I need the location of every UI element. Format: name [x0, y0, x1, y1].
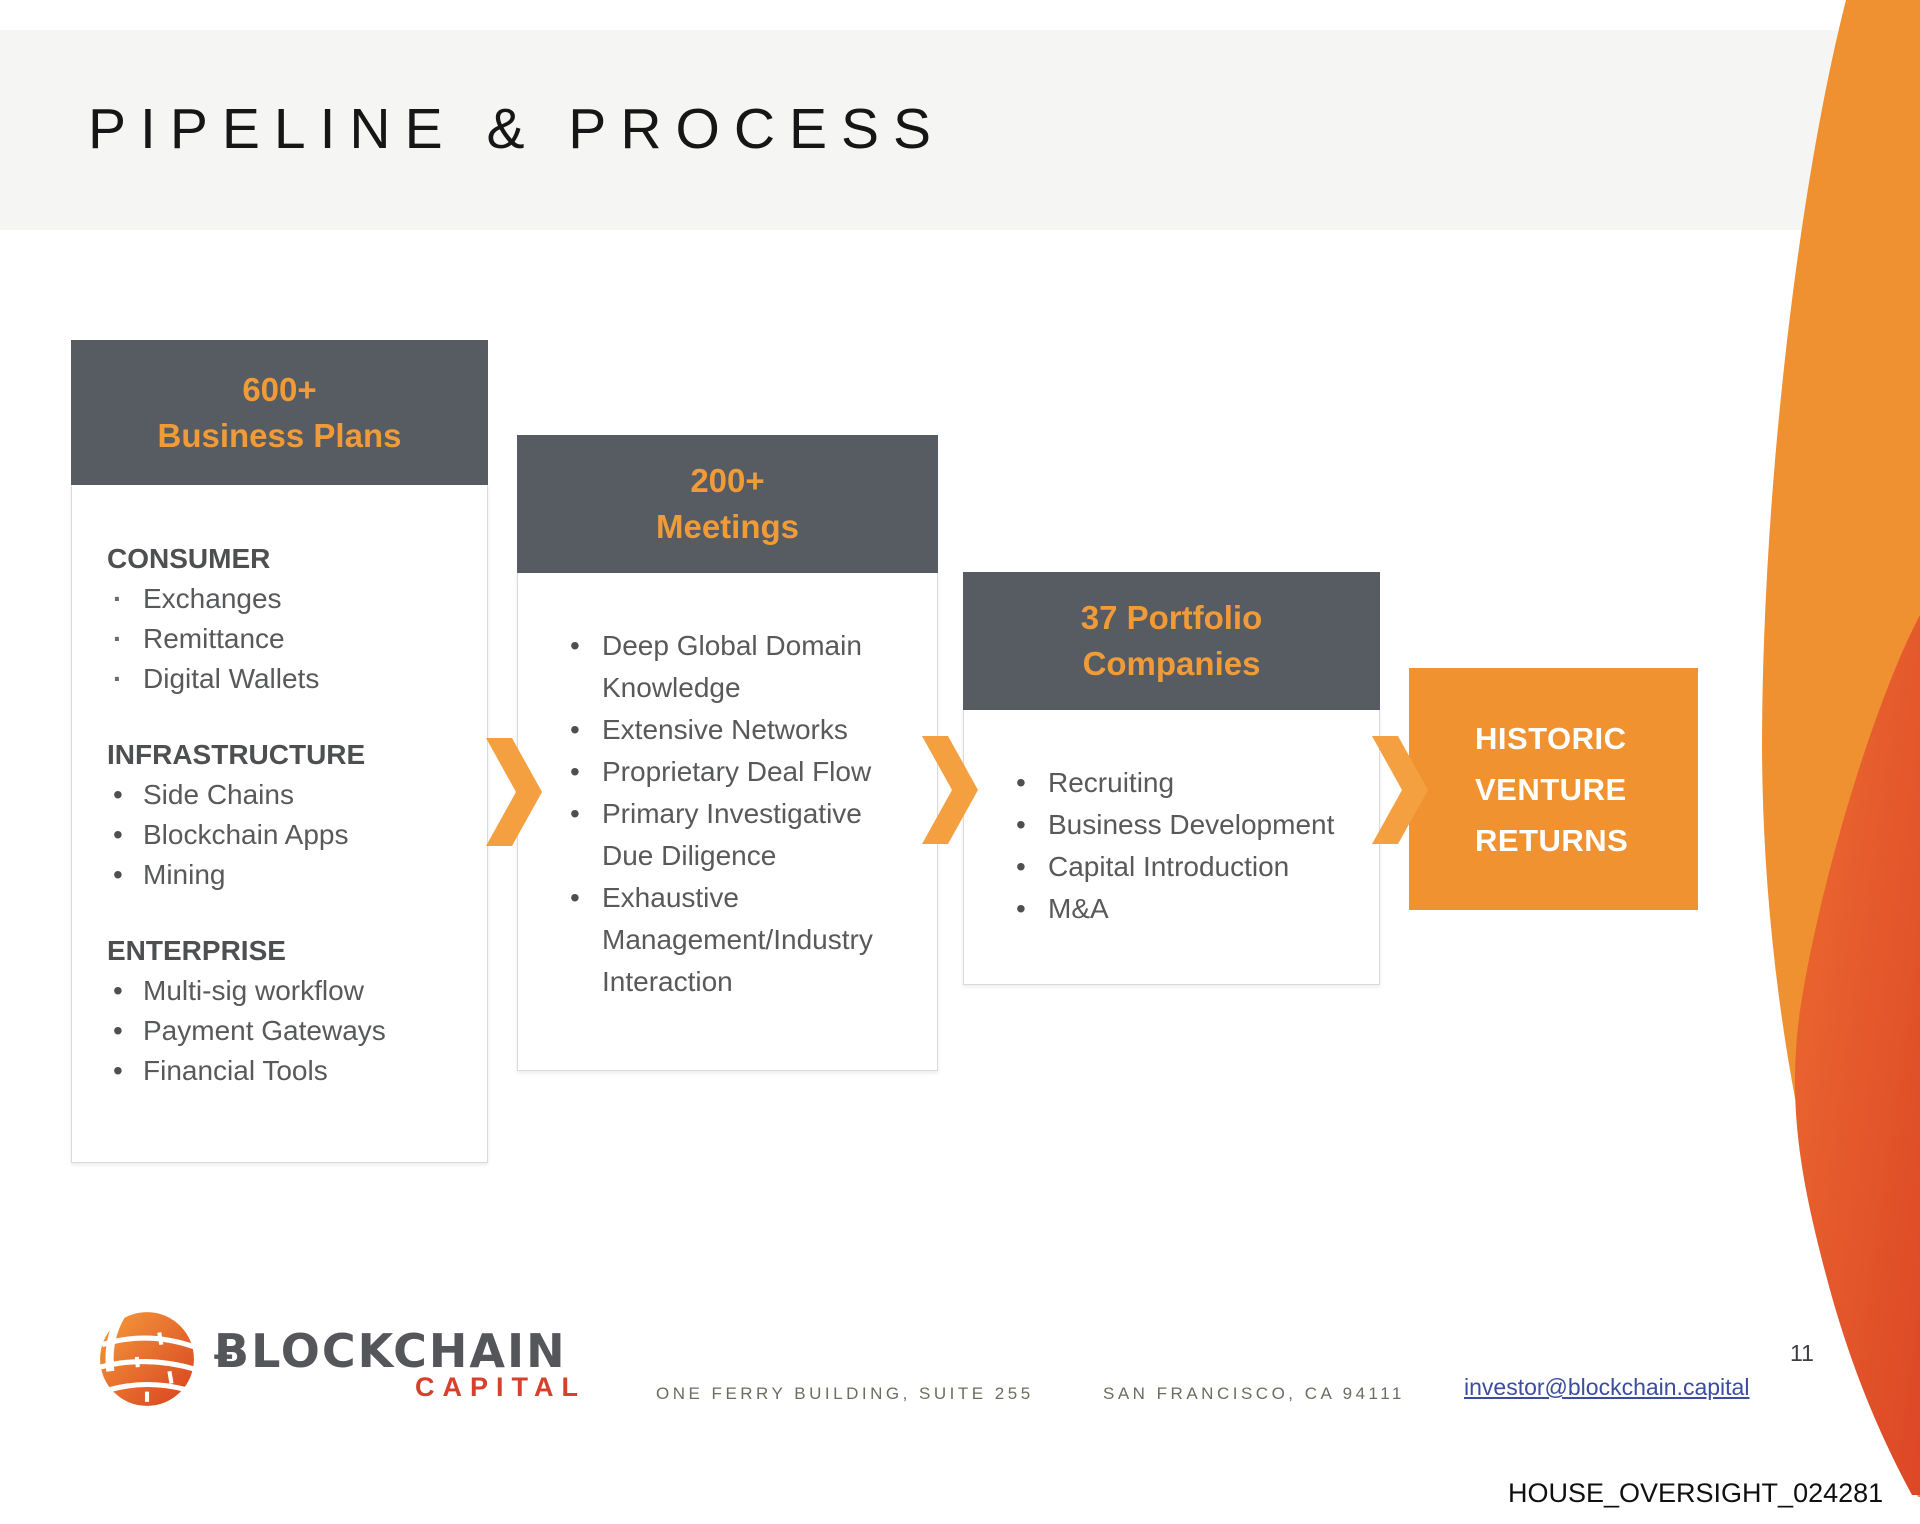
- bullet-list: Deep Global Domain Knowledge Extensive N…: [564, 625, 909, 1003]
- bullet-item: Primary Investigative Due Diligence: [564, 793, 909, 877]
- chevron-right-icon: [1372, 736, 1428, 844]
- bullet-item: Payment Gateways: [107, 1011, 467, 1051]
- stage-box-portfolio-companies: 37 Portfolio Companies Recruiting Busine…: [963, 572, 1380, 985]
- section-consumer: CONSUMER Exchanges Remittance Digital Wa…: [107, 539, 467, 699]
- stage-body: Recruiting Business Development Capital …: [963, 710, 1380, 985]
- bullet-item: Blockchain Apps: [107, 815, 467, 855]
- bullet-item: Deep Global Domain Knowledge: [564, 625, 909, 709]
- bullet-item: Multi-sig workflow: [107, 971, 467, 1011]
- stage-header: 600+ Business Plans: [71, 340, 488, 485]
- bullet-item: Recruiting: [1010, 762, 1359, 804]
- stage-header-line2: Business Plans: [157, 416, 402, 454]
- bullet-list: Recruiting Business Development Capital …: [1010, 762, 1359, 930]
- page-number: 11: [1790, 1340, 1814, 1366]
- stage-header: 37 Portfolio Companies: [963, 572, 1380, 710]
- investor-email-link[interactable]: investor@blockchain.capital: [1464, 1374, 1750, 1400]
- logo-b-glyph: Ƀ: [214, 1324, 252, 1378]
- result-line1: HISTORIC: [1475, 720, 1627, 756]
- stage-header-line2: Companies: [1082, 645, 1261, 682]
- bullet-item: Side Chains: [107, 775, 467, 815]
- chevron-right-icon: [922, 736, 978, 844]
- chevron-right-icon: [486, 738, 542, 846]
- bullet-item: M&A: [1010, 888, 1359, 930]
- logo-sub-text: CAPITAL: [415, 1372, 586, 1402]
- bullet-item: Business Development: [1010, 804, 1359, 846]
- stage-header-line1: 200+: [690, 462, 765, 499]
- page-title: PIPELINE & PROCESS: [88, 97, 946, 161]
- section-enterprise: ENTERPRISE Multi-sig workflow Payment Ga…: [107, 931, 467, 1091]
- bullet-item: Financial Tools: [107, 1051, 467, 1091]
- stage-header: 200+ Meetings: [517, 435, 938, 573]
- stage-box-business-plans: 600+ Business Plans CONSUMER Exchanges R…: [71, 340, 488, 1163]
- bullet-item: Digital Wallets: [107, 659, 467, 699]
- section-infrastructure: INFRASTRUCTURE Side Chains Blockchain Ap…: [107, 735, 467, 895]
- logo-brand-text: ɃLOCKCHAIN: [214, 1324, 567, 1378]
- globe-logo-icon: [99, 1308, 196, 1406]
- stage-header-line1: 600+: [242, 370, 317, 408]
- bullet-list: Exchanges Remittance Digital Wallets: [107, 579, 467, 699]
- stage-body: Deep Global Domain Knowledge Extensive N…: [517, 573, 938, 1071]
- bullet-list: Multi-sig workflow Payment Gateways Fina…: [107, 971, 467, 1091]
- result-box-historic-venture-returns: HISTORIC VENTURE RETURNS: [1409, 668, 1698, 910]
- bullet-item: Remittance: [107, 619, 467, 659]
- section-title: INFRASTRUCTURE: [107, 739, 366, 770]
- stage-header-line1: 37 Portfolio: [1080, 599, 1263, 636]
- footer-address-line1: ONE FERRY BUILDING, SUITE 255: [656, 1384, 1034, 1403]
- document-watermark: HOUSE_OVERSIGHT_024281: [1508, 1478, 1884, 1508]
- result-line2: VENTURE: [1475, 771, 1627, 807]
- logo-brand-rest: LOCKCHAIN: [251, 1324, 567, 1378]
- stage-header-line2: Meetings: [655, 508, 800, 545]
- blockchain-capital-logo: ɃLOCKCHAIN CAPITAL: [96, 1306, 596, 1416]
- header-band: [0, 30, 1920, 230]
- bullet-item: Mining: [107, 855, 467, 895]
- bullet-item: Exhaustive Management/Industry Interacti…: [564, 877, 909, 1003]
- bullet-item: Proprietary Deal Flow: [564, 751, 909, 793]
- bullet-list: Side Chains Blockchain Apps Mining: [107, 775, 467, 895]
- bullet-item: Exchanges: [107, 579, 467, 619]
- footer-address-line2: SAN FRANCISCO, CA 94111: [1103, 1384, 1405, 1403]
- bullet-item: Capital Introduction: [1010, 846, 1359, 888]
- result-line3: RETURNS: [1475, 822, 1629, 858]
- section-title: CONSUMER: [107, 543, 271, 574]
- bullet-item: Extensive Networks: [564, 709, 909, 751]
- stage-body: CONSUMER Exchanges Remittance Digital Wa…: [71, 485, 488, 1163]
- section-title: ENTERPRISE: [107, 935, 286, 966]
- stage-box-meetings: 200+ Meetings Deep Global Domain Knowled…: [517, 435, 938, 1071]
